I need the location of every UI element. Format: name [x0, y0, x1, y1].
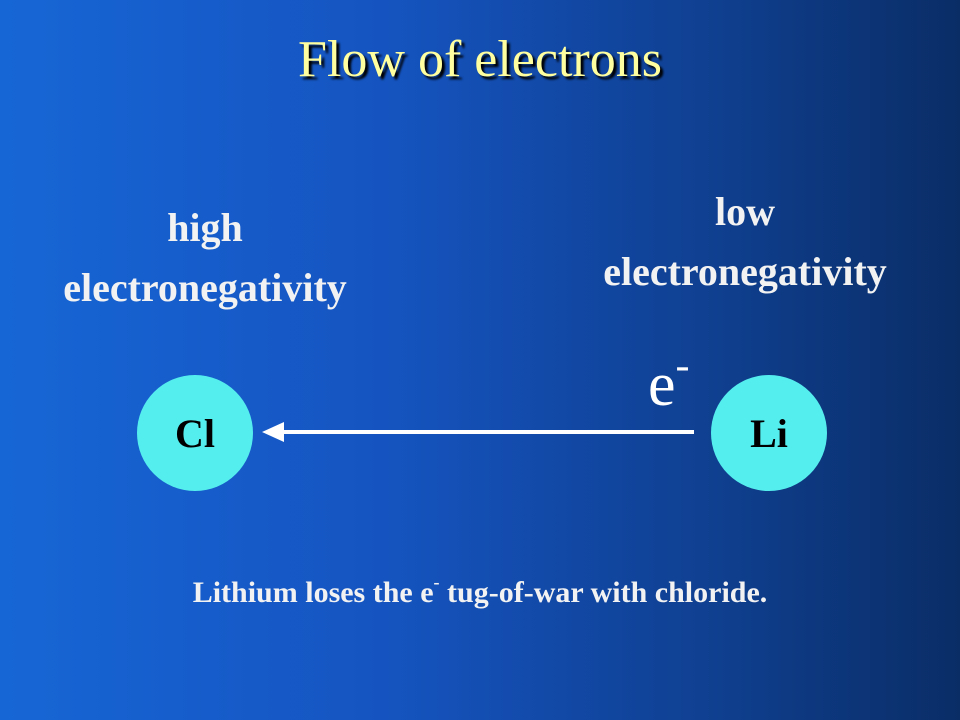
electron-symbol: e- — [648, 343, 690, 421]
chlorine-symbol: Cl — [175, 410, 215, 456]
low-label-line2: electronegativity — [603, 249, 887, 294]
lithium-symbol: Li — [750, 410, 788, 456]
electron-base: e — [648, 351, 676, 419]
caption-before: Lithium loses the e — [192, 576, 434, 609]
high-electronegativity-label: high electronegativity — [20, 198, 390, 318]
low-label-line1: low — [715, 189, 775, 234]
caption-charge: - — [433, 572, 440, 592]
caption: Lithium loses the e- tug-of-war with chl… — [0, 572, 960, 610]
electron-charge: - — [675, 343, 690, 389]
chlorine-atom: Cl — [137, 375, 253, 491]
caption-after: tug-of-war with chloride. — [439, 576, 768, 609]
high-label-line1: high — [167, 205, 243, 250]
electron-flow-arrow — [262, 422, 694, 442]
high-label-line2: electronegativity — [63, 265, 347, 310]
arrow-head — [262, 422, 284, 442]
lithium-atom: Li — [711, 375, 827, 491]
low-electronegativity-label: low electronegativity — [555, 182, 935, 302]
slide-title: Flow of electrons — [298, 31, 662, 88]
